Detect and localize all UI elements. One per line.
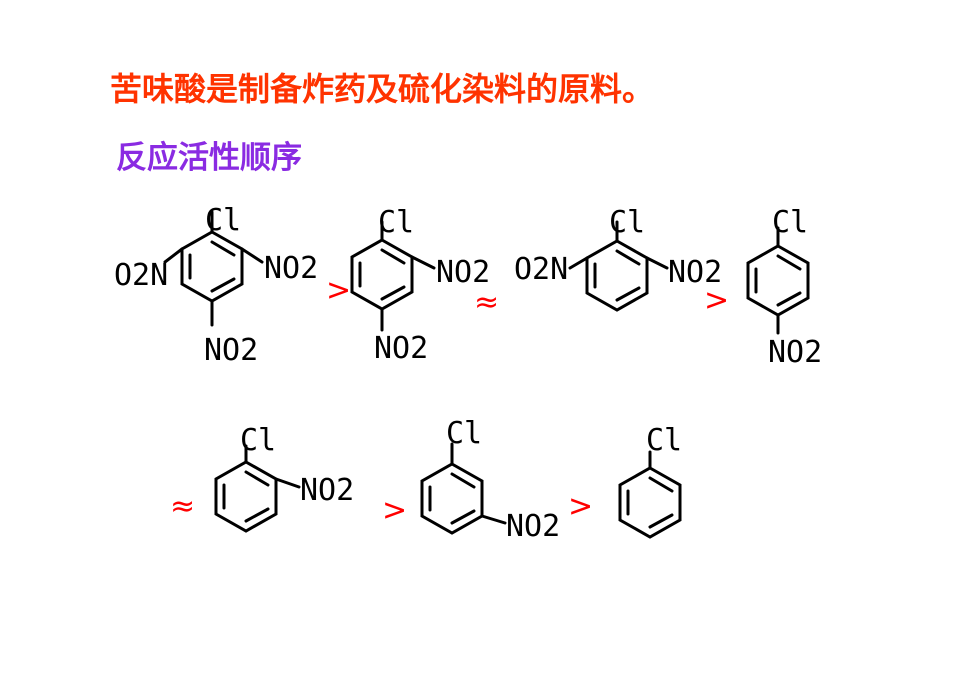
approx-operator: ≈ (474, 285, 499, 320)
double-bond (210, 240, 236, 257)
molecule-4: Cl NO2 (746, 205, 822, 370)
double-bond (648, 476, 674, 493)
double-bond (244, 507, 270, 523)
molecule-5: Cl NO2 (214, 423, 354, 533)
double-bond (244, 470, 270, 487)
label-cl: Cl (646, 423, 682, 458)
double-bond (615, 286, 641, 302)
slide-subtitle: 反应活性顺序 (116, 140, 302, 176)
bond (480, 514, 507, 525)
bond (274, 477, 301, 489)
label-no2: NO2 (506, 509, 560, 544)
slide-title: 苦味酸是制备炸药及硫化染料的原料。 (110, 70, 655, 108)
double-bond (450, 509, 476, 525)
label-no2: NO2 (264, 251, 318, 286)
label-no2: NO2 (300, 473, 354, 508)
molecule-6: Cl NO2 (420, 416, 560, 544)
label-cl: Cl (772, 205, 808, 240)
label-cl: Cl (446, 416, 482, 451)
bond (240, 247, 264, 264)
double-bond (450, 472, 476, 489)
label-cl: Cl (378, 205, 414, 240)
label-cl: Cl (609, 205, 645, 240)
molecule-3: Cl NO2 O2N (514, 205, 722, 312)
label-no2: NO2 (668, 255, 722, 290)
benzene-ring (420, 462, 484, 535)
label-no2: NO2 (768, 335, 822, 370)
greater-than-operator: > (382, 493, 407, 528)
bond (645, 256, 669, 270)
label-no2: NO2 (436, 255, 490, 290)
label-no2: NO2 (204, 333, 258, 368)
label-o2n: O2N (514, 252, 568, 287)
double-bond (380, 248, 406, 265)
double-bond (380, 285, 406, 301)
benzene-ring (618, 466, 682, 539)
double-bond (210, 277, 236, 293)
molecule-2: Cl NO2 NO2 (350, 205, 490, 366)
double-bond (776, 254, 802, 271)
molecule-7: Cl (618, 423, 682, 539)
double-bond (648, 513, 674, 529)
double-bond (615, 249, 641, 266)
greater-than-operator: > (568, 489, 593, 524)
label-no2: NO2 (374, 331, 428, 366)
approx-operator: ≈ (170, 489, 195, 524)
molecule-1: Cl NO2 O2N NO2 (114, 203, 318, 368)
label-o2n: O2N (114, 258, 168, 293)
label-cl: Cl (240, 423, 276, 458)
greater-than-operator: > (326, 273, 351, 308)
bond (410, 255, 436, 270)
bond (163, 247, 184, 264)
bond (568, 256, 589, 270)
greater-than-operator: > (704, 283, 729, 318)
label-cl: Cl (205, 203, 241, 238)
double-bond (776, 291, 802, 307)
